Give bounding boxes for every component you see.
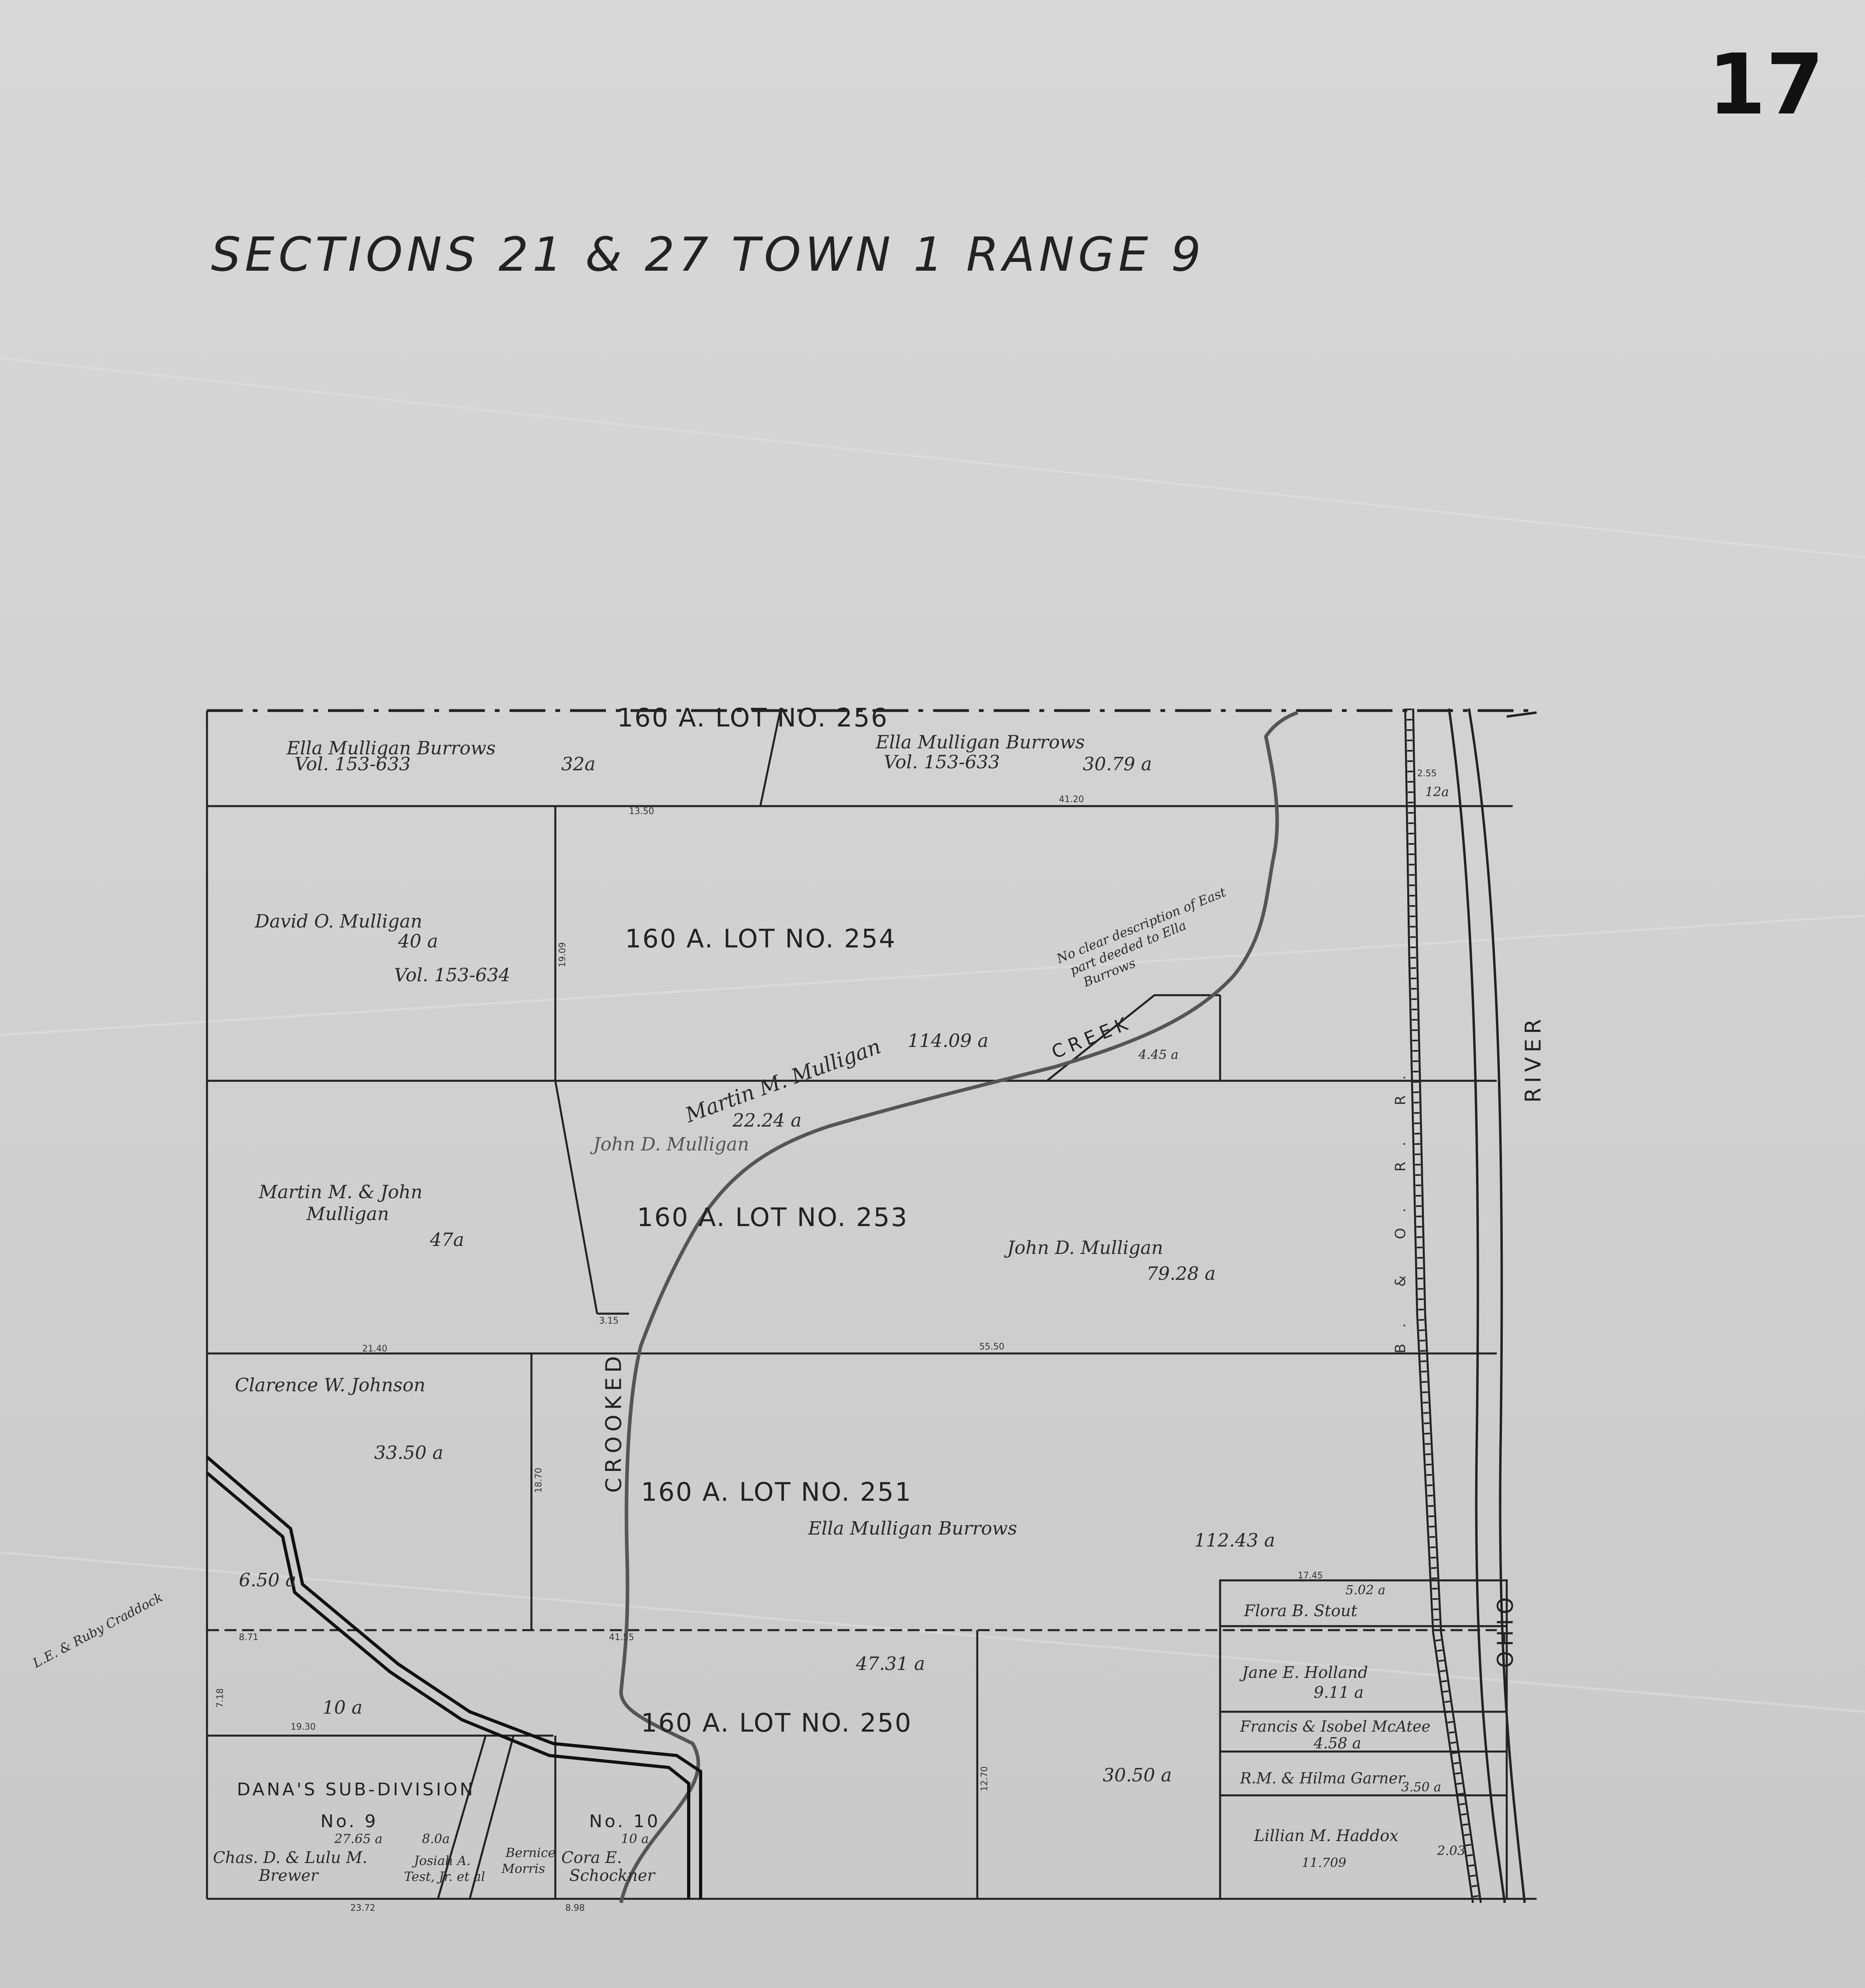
measurement-label: 8.98 — [565, 1903, 585, 1913]
parcel-acres-ella-251: 112.43 a — [1194, 1529, 1275, 1551]
subdivision-lot-10: No. 10 — [589, 1811, 660, 1832]
subdivision-owner-brewer-2: Brewer — [258, 1867, 319, 1885]
measurement-label: 8.71 — [239, 1633, 258, 1642]
parcel-owner-francis: Francis & Isobel McAtee — [1240, 1718, 1430, 1735]
parcel-vol-david: Vol. 153-634 — [394, 964, 510, 986]
parcel-owner-craddock: L.E. & Ruby Craddock — [30, 1590, 165, 1671]
lot-254-label: 160 A. LOT NO. 254 — [625, 924, 896, 954]
parcel-acres-flora: 5.02 a — [1346, 1582, 1386, 1597]
parcel-acres-david: 40 a — [398, 930, 438, 952]
parcel-acres-jane: 9.11 a — [1314, 1683, 1364, 1702]
parcel-acres-martin-2: 22.24 a — [732, 1109, 802, 1131]
parcel-acres-ella-top-left: 32a — [561, 753, 596, 775]
parcel-owner-lillian: Lillian M. Haddox — [1254, 1827, 1398, 1845]
subdivision-owner-test-1: Josiah A. — [412, 1853, 471, 1868]
subdivision-acres-10: 10 a — [621, 1831, 649, 1846]
measurement-label: 55.50 — [979, 1342, 1004, 1352]
creek-label-crooked: CROOKED — [601, 1351, 626, 1493]
subdivision-owner-morris-2: Morris — [501, 1861, 545, 1876]
parcel-owner-ella-top-left: Ella Mulligan Burrows — [286, 737, 496, 759]
railroad-label: B. & O. R. R. — [1392, 1059, 1409, 1353]
parcel-owner-flora: Flora B. Stout — [1244, 1602, 1357, 1620]
map-title: SECTIONS 21 & 27 TOWN 1 RANGE 9 — [211, 227, 1205, 282]
east-part-note-line-1: No clear description of East — [1054, 885, 1228, 967]
parcel-acres-clarence: 33.50 a — [374, 1442, 443, 1463]
river-label-ohio: OHIO — [1493, 1592, 1518, 1668]
measurement-label: 23.72 — [350, 1903, 375, 1913]
highway — [206, 1455, 702, 1899]
measurement-label: 21.40 — [362, 1344, 387, 1354]
subdivision-owner-schockner-1: Cora E. — [561, 1849, 622, 1867]
measurement-label: 19.09 — [558, 942, 568, 967]
crooked-creek — [619, 711, 1299, 1903]
parcel-owner-ella-251: Ella Mulligan Burrows — [808, 1517, 1017, 1539]
river-label-river: RIVER — [1521, 1014, 1546, 1103]
subdivision-owner-schockner-2: Schockner — [569, 1867, 656, 1885]
parcel-acres-garner: 3.50 a — [1401, 1779, 1441, 1795]
parcel-acres-craddock: 6.50 a — [239, 1569, 296, 1591]
sheet-number: 17 — [1708, 36, 1824, 133]
parcel-acres-martin-1: 114.09 a — [908, 1030, 988, 1051]
parcel-acres-francis: 4.58 a — [1313, 1734, 1361, 1752]
paper-streaks — [0, 357, 1865, 1713]
parcel-acres-top-right-small: 12a — [1425, 784, 1449, 799]
parcel-owner-jane: Jane E. Holland — [1239, 1664, 1368, 1682]
parcel-owner-david: David O. Mulligan — [254, 910, 422, 932]
subdivision-owner-test-2: Test, Jr. et al — [404, 1869, 485, 1884]
parcel-acres-lillian-extra: 2.03 — [1437, 1843, 1465, 1858]
measurement-label: 12.70 — [980, 1766, 990, 1791]
measurement-label: 41.20 — [1059, 795, 1084, 805]
parcel-owner-clarence: Clarence W. Johnson — [235, 1374, 426, 1396]
measurement-label: 7.18 — [215, 1688, 225, 1708]
subdivision-name: DANA'S SUB-DIVISION — [237, 1779, 475, 1800]
lot-253-label: 160 A. LOT NO. 253 — [637, 1203, 908, 1232]
lot-256-label: 160 A. LOT NO. 256 — [617, 703, 889, 733]
railroad-track — [1404, 708, 1482, 1904]
parcel-owner-ella-top-right: Ella Mulligan Burrows — [875, 731, 1085, 753]
parcel-acres-lillian: 11.709 — [1302, 1855, 1346, 1870]
parcel-owner-john-right: John D. Mulligan — [1004, 1237, 1163, 1258]
subdivision-acres-9b: 8.0a — [422, 1831, 450, 1846]
subdivision-lot-9: No. 9 — [320, 1811, 378, 1832]
parcel-owner-martin-john-2: Mulligan — [306, 1203, 389, 1224]
measurement-label: 18.70 — [534, 1468, 544, 1493]
lot-251-label: 160 A. LOT NO. 251 — [641, 1478, 912, 1507]
parcel-owner-garner: R.M. & Hilma Garner — [1240, 1769, 1406, 1787]
measurement-label: 17.45 — [1298, 1571, 1323, 1581]
lot-250-label: 160 A. LOT NO. 250 — [641, 1709, 912, 1738]
parcel-acres-ella-top-right: 30.79 a — [1083, 753, 1152, 775]
measurement-label: 41.55 — [609, 1633, 634, 1642]
subdivision-acres-9a: 27.65 a — [334, 1831, 383, 1846]
parcel-boundaries — [206, 709, 1537, 1900]
parcel-acres-47: 47.31 a — [855, 1653, 925, 1674]
measurement-label: 13.50 — [629, 807, 654, 816]
subdivision-owner-brewer-1: Chas. D. & Lulu M. — [213, 1849, 367, 1867]
measurement-label: 3.15 — [599, 1316, 619, 1326]
subdivision-owner-morris-1: Bernice — [505, 1845, 555, 1860]
parcel-owner-john-center: John D. Mulligan — [590, 1133, 749, 1155]
parcel-acres-martin-john: 47a — [430, 1229, 464, 1250]
parcel-acres-east: 4.45 a — [1138, 1047, 1179, 1062]
parcel-vol-ella-top-right: Vol. 153-633 — [884, 751, 1000, 773]
measurement-label: 19.30 — [291, 1722, 316, 1732]
parcel-vol-ella-top-left: Vol. 153-633 — [295, 753, 411, 775]
parcel-acres-john-right: 79.28 a — [1146, 1263, 1216, 1284]
ohio-river — [1448, 708, 1537, 1903]
parcel-acres-left-10a: 10 a — [322, 1697, 363, 1718]
parcel-owner-martin-john-1: Martin M. & John — [258, 1181, 422, 1203]
measurement-label: 2.55 — [1417, 769, 1437, 779]
parcel-acres-30: 30.50 a — [1103, 1764, 1172, 1786]
